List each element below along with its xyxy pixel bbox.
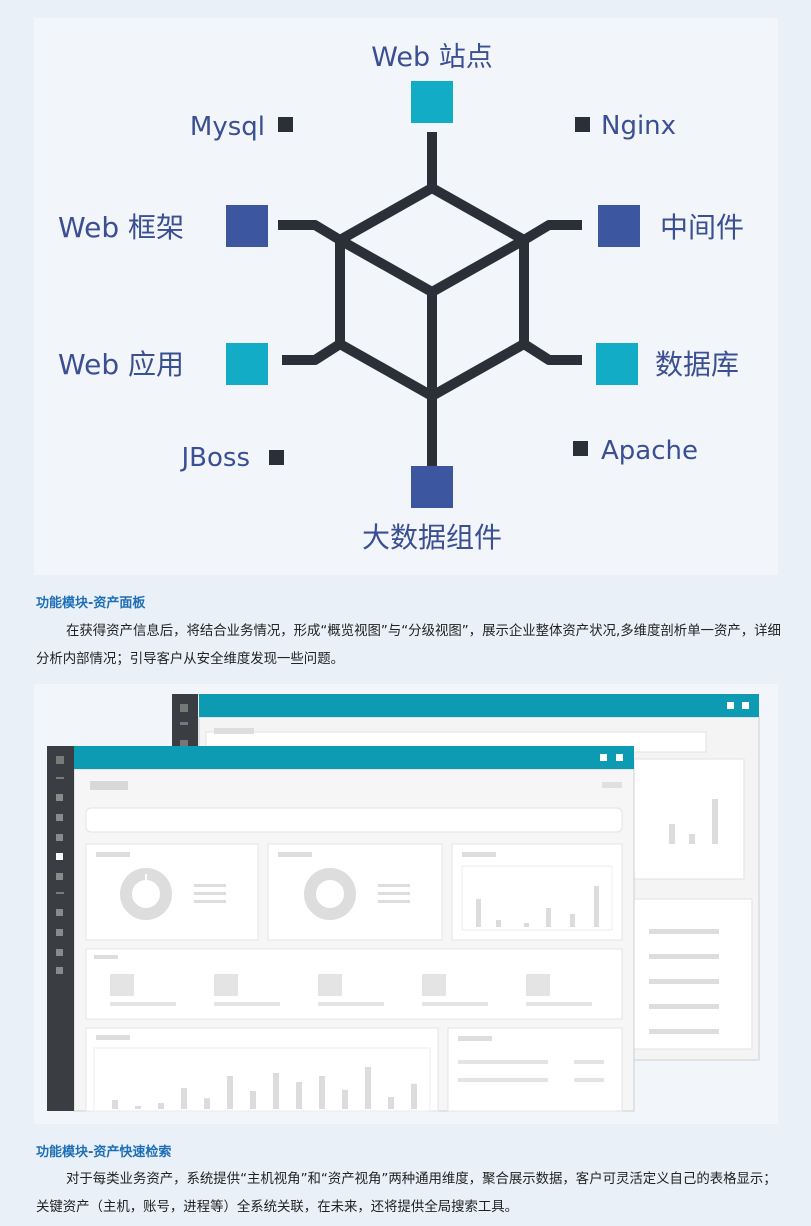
section-body-asset-panel: 在获得资产信息后，将结合业务情况，形成“概览视图”与“分级视图”，展示企业整体资…: [36, 624, 781, 667]
cube-diagram-svg: Web 站点 中间件 数据库 大数据组件 Web 应用 Web 框架 Mysql…: [58, 42, 744, 554]
front-window-sidebar: [47, 746, 74, 1111]
mockup-bar: [227, 1076, 233, 1109]
mockup-bar: [250, 1091, 256, 1109]
apache-square-icon: [573, 441, 588, 456]
window-control-icon: [616, 754, 623, 761]
dashboard-mockup-svg: [47, 694, 760, 1112]
mysql-square-icon: [278, 117, 293, 132]
nginx-square-icon: [575, 117, 590, 132]
web-site-label: Web 站点: [371, 42, 492, 73]
mockup-bar: [135, 1106, 141, 1109]
jboss-label: JBoss: [179, 443, 250, 473]
section-heading-asset-search: 功能模块-资产快速检索: [36, 1145, 172, 1160]
cube-icon: [278, 132, 582, 466]
mockup-bar: [319, 1076, 325, 1109]
bigdata-label: 大数据组件: [362, 521, 502, 554]
bigdata-square-icon: [411, 466, 453, 508]
mockup-bar: [273, 1073, 279, 1109]
web-app-label: Web 应用: [58, 348, 184, 381]
front-window-titlebar: [74, 746, 634, 769]
apache-label: Apache: [601, 436, 698, 466]
database-square-icon: [596, 343, 638, 385]
back-window-titlebar: [199, 694, 759, 717]
section-body-asset-search: 对于每类业务资产，系统提供“主机视角”和“资产视角”两种通用维度，聚合展示数据，…: [36, 1172, 777, 1215]
database-label: 数据库: [655, 348, 739, 381]
nginx-label: Nginx: [601, 111, 676, 141]
mockup-bar: [112, 1100, 118, 1109]
middleware-square-icon: [598, 205, 640, 247]
middleware-label: 中间件: [660, 211, 744, 244]
web-app-square-icon: [226, 343, 268, 385]
dashboard-mockup-illustration: [34, 684, 778, 1124]
front-window: [47, 746, 635, 1112]
mockup-bar: [204, 1098, 210, 1109]
bar-chart-marks: [112, 1067, 417, 1109]
web-site-square-icon: [411, 81, 453, 123]
mockup-bar: [158, 1103, 164, 1109]
web-framework-square-icon: [226, 205, 268, 247]
mockup-bar: [388, 1097, 394, 1109]
window-control-icon: [600, 754, 607, 761]
mockup-bar: [181, 1088, 187, 1109]
jboss-square-icon: [269, 450, 284, 465]
section-heading-asset-panel: 功能模块-资产面板: [36, 596, 146, 611]
mockup-bar: [296, 1082, 302, 1109]
mockup-bar: [411, 1083, 417, 1109]
mockup-bar: [365, 1067, 371, 1109]
web-framework-label: Web 框架: [58, 211, 184, 244]
mockup-bar: [342, 1089, 348, 1109]
mysql-label: Mysql: [190, 112, 265, 142]
asset-type-diagram: Web 站点 中间件 数据库 大数据组件 Web 应用 Web 框架 Mysql…: [34, 18, 778, 575]
